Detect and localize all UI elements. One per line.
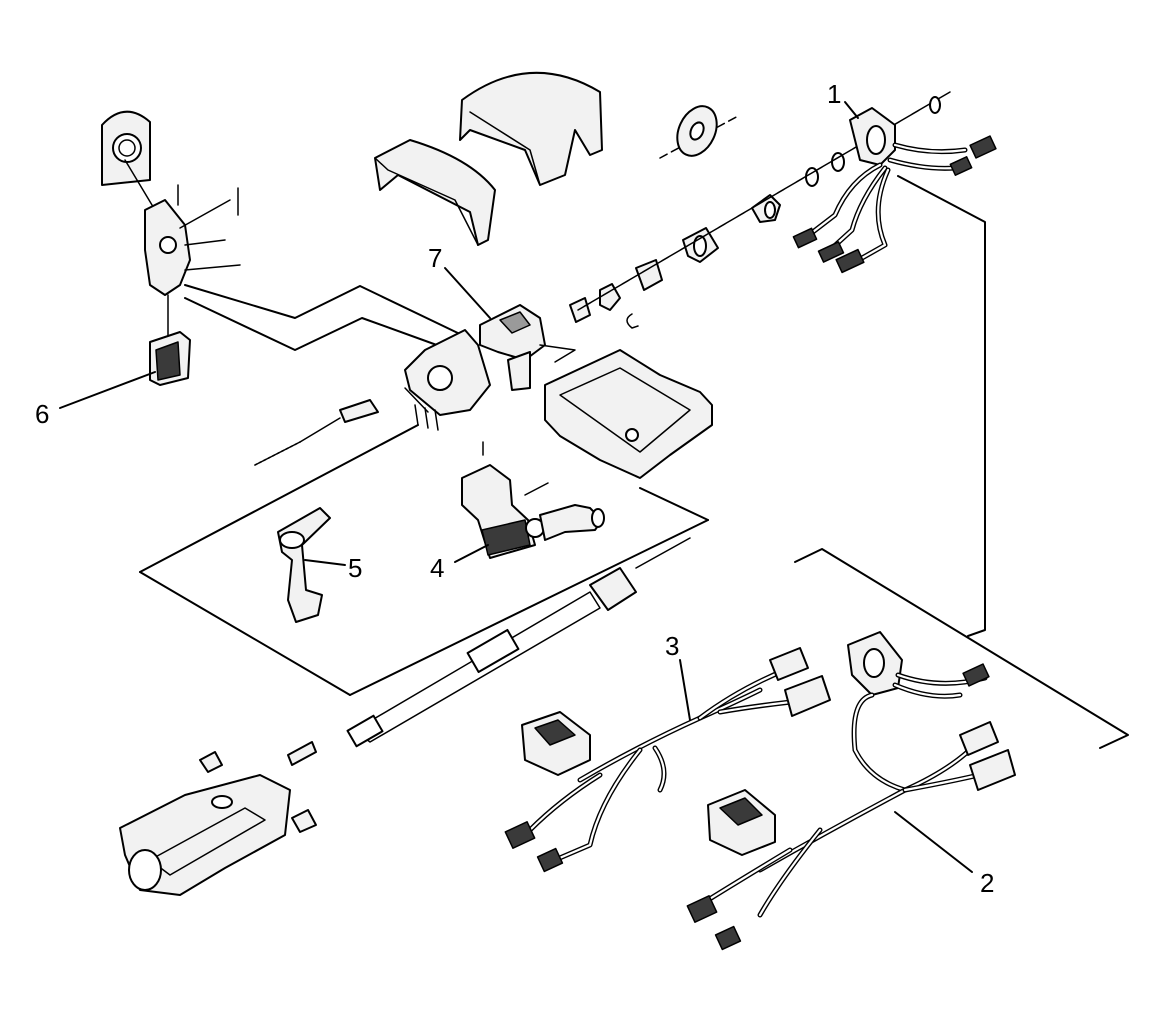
callout-1: 1 (827, 79, 841, 109)
lock-housing (404, 329, 491, 431)
dimmer-switch-part-7 (479, 304, 576, 391)
lock-bracket-assembly (101, 110, 241, 341)
callout-6: 6 (35, 399, 49, 429)
group-bracket-lines (139, 175, 1129, 749)
lock-actuator-part-5 (277, 507, 331, 623)
callout-7: 7 (428, 243, 442, 273)
lower-column-housing (119, 741, 317, 896)
upper-column-cover-front (374, 139, 496, 246)
pivot-switch-part-4 (461, 441, 605, 559)
coil-and-harness-part-2 (686, 631, 1016, 951)
lock-bolt-spring (254, 399, 379, 466)
lower-column-cover (544, 349, 713, 479)
callout-4: 4 (430, 553, 444, 583)
callout-2: 2 (980, 868, 994, 898)
shaft-components (569, 91, 951, 329)
key-alarm-switch (149, 331, 191, 386)
coil-assembly-upper (792, 96, 997, 274)
steering-shaft (346, 537, 691, 748)
turn-signal-cancel-cam (659, 105, 741, 159)
callout-5: 5 (348, 553, 362, 583)
wiring-harness-part-3 (504, 647, 831, 873)
callout-3: 3 (665, 631, 679, 661)
upper-column-cover-rear (459, 71, 603, 186)
callout-labels: 1 2 3 4 5 6 7 (35, 79, 994, 898)
leader-lines (59, 101, 973, 873)
